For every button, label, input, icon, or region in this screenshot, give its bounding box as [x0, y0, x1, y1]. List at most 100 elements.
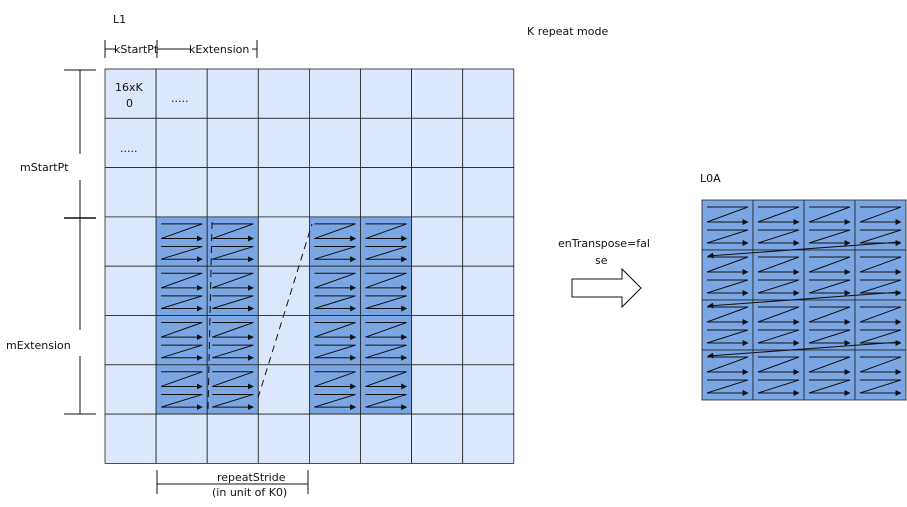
zigzag-arrow	[314, 371, 357, 390]
zigzag-arrow	[757, 279, 800, 296]
l1-cell	[257, 68, 310, 119]
zigzag-arrow	[365, 371, 408, 390]
l1-cell	[411, 315, 464, 366]
zigzag-arrow	[212, 246, 254, 263]
zigzag-arrow	[706, 379, 749, 396]
zigzag-arrow	[212, 272, 254, 291]
dashed-link-stride	[257, 223, 313, 399]
l1-cell	[462, 167, 515, 218]
zigzag-arrow	[365, 246, 408, 263]
zigzag-arrow	[212, 295, 254, 312]
l1-cell	[104, 315, 157, 366]
zigzag-arrow	[365, 322, 408, 341]
zigzag-arrow	[365, 272, 408, 291]
zigzag-arrow	[859, 256, 902, 275]
zigzag-arrow	[859, 379, 902, 396]
zigzag-arrow	[314, 246, 357, 263]
zigzag-arrow	[808, 229, 851, 246]
zigzag-arrow	[314, 272, 357, 291]
dots-row: .....	[171, 92, 188, 105]
zigzag-arrow	[757, 329, 800, 346]
l1-cell	[308, 68, 361, 119]
l1-cell	[257, 167, 310, 218]
l1-cell	[462, 265, 515, 316]
l1-cell	[104, 364, 157, 415]
l1-cell	[462, 216, 515, 267]
l1-cell	[206, 68, 259, 119]
l1-cell	[257, 117, 310, 169]
l1-cell	[257, 364, 310, 415]
l0a-row-return-arrow	[707, 241, 901, 259]
zigzag-arrow	[212, 371, 254, 390]
zigzag-arrow	[706, 306, 749, 325]
repeat-stride-markers	[156, 470, 309, 494]
l1-cell	[104, 265, 157, 316]
l0a-label: L0A	[700, 172, 721, 185]
l1-cell	[360, 117, 412, 169]
zigzag-arrow	[314, 295, 357, 312]
l1-cell	[360, 167, 412, 218]
l1-cell	[411, 216, 464, 267]
zigzag-arrow	[757, 379, 800, 396]
zigzag-arrow	[314, 223, 357, 242]
m-start-label: mStartPt	[20, 161, 69, 174]
zigzag-arrow	[808, 379, 851, 396]
l1-cell	[257, 216, 310, 267]
l1-cell	[104, 413, 157, 464]
l1-matrix-grid	[104, 68, 515, 464]
l1-cell	[155, 167, 208, 218]
zigzag-arrow	[859, 306, 902, 325]
repeat-stride-unit: (in unit of K0)	[212, 486, 287, 499]
l1-cell	[360, 413, 412, 464]
zigzag-arrow	[314, 322, 357, 341]
l1-cell	[308, 117, 361, 169]
zigzag-arrow	[212, 344, 254, 361]
zigzag-arrow	[808, 356, 851, 375]
l1-label: L1	[113, 13, 126, 26]
zigzag-arrow	[160, 246, 203, 263]
zigzag-arrow	[757, 306, 800, 325]
zigzag-arrow	[706, 206, 749, 225]
zigzag-arrow	[757, 206, 800, 225]
l1-cell	[104, 68, 157, 119]
l1-cell	[257, 265, 310, 316]
zigzag-arrow	[212, 223, 254, 242]
zigzag-arrow	[808, 256, 851, 275]
transpose-label-line1: enTranspose=fal	[558, 237, 650, 250]
zigzag-arrow	[212, 393, 254, 411]
zigzag-arrow	[808, 206, 851, 225]
zigzag-arrow	[160, 344, 203, 361]
zigzag-arrow	[757, 356, 800, 375]
zigzag-arrow	[706, 256, 749, 275]
l1-zigzag-arrows	[160, 223, 408, 411]
zigzag-arrow	[365, 393, 408, 411]
l1-cell	[411, 413, 464, 464]
l0a-zigzag-arrows	[706, 206, 902, 396]
l1-cell	[360, 68, 412, 119]
l1-cell	[155, 413, 208, 464]
zigzag-arrow	[160, 322, 203, 341]
m-extension-label: mExtension	[6, 339, 71, 352]
zigzag-arrow	[160, 223, 203, 242]
l1-cell	[411, 265, 464, 316]
k-dimension-markers	[104, 40, 258, 58]
zigzag-arrow	[808, 306, 851, 325]
zigzag-arrow	[808, 279, 851, 296]
l1-cell	[462, 315, 515, 366]
l1-cell	[411, 117, 464, 169]
l1-cell	[411, 68, 464, 119]
zigzag-arrow	[859, 206, 902, 225]
l1-cell	[308, 167, 361, 218]
dashed-link-inner	[207, 221, 213, 411]
l1-cell	[411, 364, 464, 415]
zigzag-arrow	[314, 393, 357, 411]
l1-cell	[155, 68, 208, 119]
zigzag-arrow	[212, 322, 254, 341]
l1-cell	[257, 315, 310, 366]
zigzag-arrow	[365, 223, 408, 242]
cell-label-16xk0: 16xK	[115, 81, 144, 94]
l1-cell	[206, 413, 259, 464]
zigzag-arrow	[808, 329, 851, 346]
zigzag-arrow	[706, 229, 749, 246]
